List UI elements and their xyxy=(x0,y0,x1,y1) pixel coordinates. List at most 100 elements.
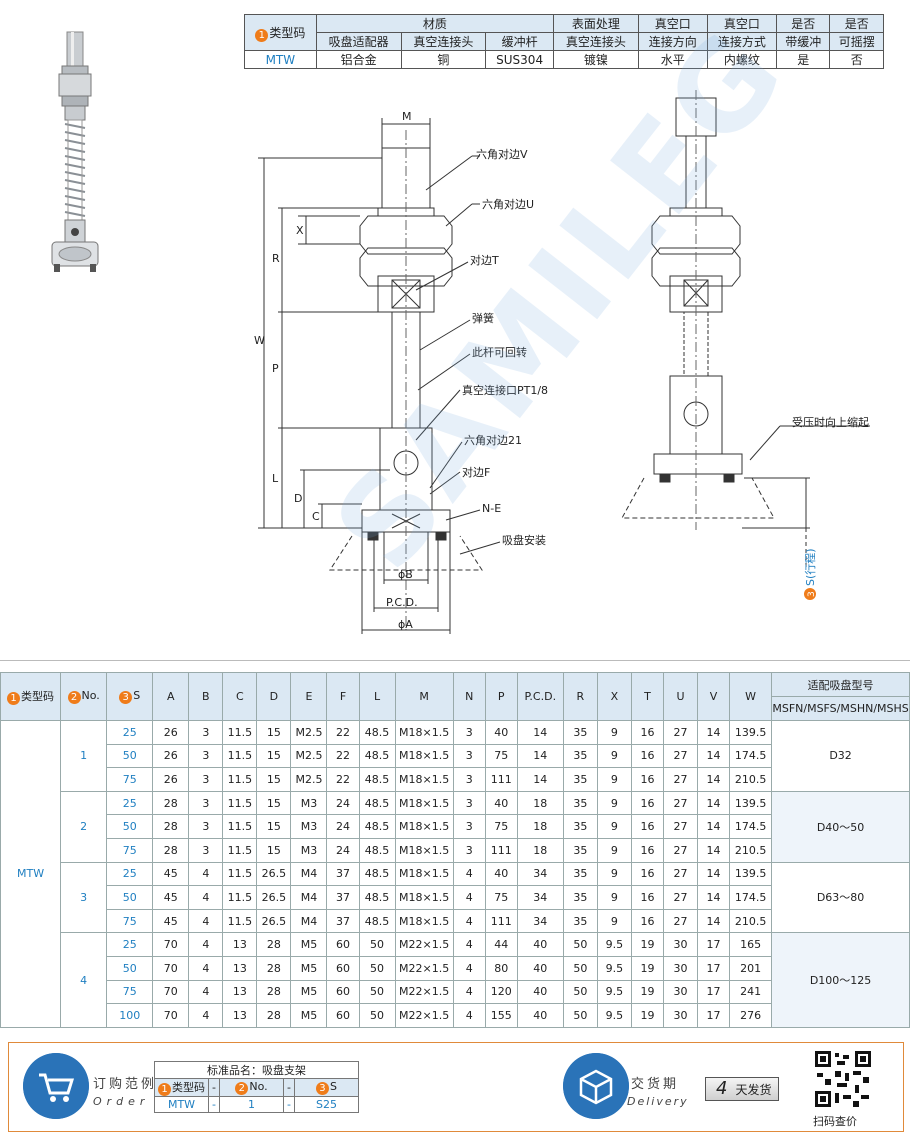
value-cell: 26.5 xyxy=(256,908,292,934)
value-cell: 9 xyxy=(596,837,632,863)
col-header: V xyxy=(697,672,731,721)
value-cell: 40 xyxy=(484,790,518,816)
qr-code-icon[interactable] xyxy=(815,1051,871,1107)
value-cell: 9 xyxy=(596,814,632,839)
no-cell: 4 xyxy=(60,932,108,1028)
value-cell: 4 xyxy=(452,861,486,887)
label-hex-v: 六角对边V xyxy=(476,147,528,161)
order-v-s: S25 xyxy=(293,1096,359,1113)
value-cell: 28 xyxy=(256,979,292,1005)
value-cell: 50 xyxy=(358,932,396,957)
value-cell: 9.5 xyxy=(596,979,632,1005)
spec-value: SUS304 xyxy=(485,50,554,69)
dim-P: P xyxy=(272,362,279,375)
value-cell: 28 xyxy=(152,790,190,816)
value-cell: 14 xyxy=(697,720,731,745)
value-cell: 50 xyxy=(562,932,598,957)
value-cell: 26 xyxy=(152,743,190,769)
value-cell: 16 xyxy=(630,743,664,769)
value-cell: M2.5 xyxy=(290,743,328,769)
col-header: B xyxy=(188,672,224,721)
value-cell: 16 xyxy=(630,814,664,839)
svg-text:3: 3 xyxy=(807,591,817,597)
value-cell: 15 xyxy=(256,743,292,769)
header-badge: 2 xyxy=(67,691,81,704)
value-cell: M4 xyxy=(290,908,328,934)
value-cell: 44 xyxy=(484,932,518,957)
label-side-t: 对边T xyxy=(470,253,499,267)
no-cell: 3 xyxy=(60,861,108,934)
value-cell: 13 xyxy=(222,932,258,957)
value-cell: M22×1.5 xyxy=(394,932,454,957)
value-cell: 27 xyxy=(662,885,699,910)
value-cell: 3 xyxy=(452,767,486,792)
label-shrink: 受压时向上缩起 xyxy=(792,415,869,429)
spec-sub-header: 可摇摆 xyxy=(829,32,884,51)
no-cell: 2 xyxy=(60,790,108,863)
value-cell: 9.5 xyxy=(596,932,632,957)
spec-value: 是 xyxy=(775,50,831,69)
col-header: T xyxy=(630,672,664,721)
delivery-box-icon xyxy=(563,1053,629,1119)
days-number: 4 xyxy=(716,1078,728,1099)
value-cell: 14 xyxy=(697,908,731,934)
s-cell: 75 xyxy=(106,908,154,934)
value-cell: 4 xyxy=(452,932,486,957)
value-cell: 35 xyxy=(562,908,598,934)
label-side-f: 对边F xyxy=(462,465,490,479)
value-cell: M3 xyxy=(290,790,328,816)
s-cell: 50 xyxy=(106,814,154,839)
value-cell: 75 xyxy=(484,885,518,910)
value-cell: 28 xyxy=(152,814,190,839)
value-cell: 3 xyxy=(188,837,224,863)
value-cell: 37 xyxy=(326,861,360,887)
s-cell: 25 xyxy=(106,720,154,745)
value-cell: 60 xyxy=(326,932,360,957)
value-cell: 120 xyxy=(484,979,518,1005)
value-cell: 26 xyxy=(152,720,190,745)
adapt-header: 适配吸盘型号 xyxy=(771,672,910,697)
value-cell: 11.5 xyxy=(222,861,258,887)
order-label-en: Order xyxy=(93,1095,150,1108)
label-cup-mount: 吸盘安装 xyxy=(502,533,546,547)
label-rotate: 此杆可回转 xyxy=(472,345,527,359)
value-cell: M2.5 xyxy=(290,767,328,792)
spec-port-dir-header: 真空口 xyxy=(637,14,708,33)
spec-value: 内螺纹 xyxy=(706,50,777,69)
value-cell: 11.5 xyxy=(222,767,258,792)
value-cell: 276 xyxy=(729,1003,773,1028)
spec-value: 否 xyxy=(829,50,884,69)
value-cell: 40 xyxy=(516,1003,564,1028)
col-header: U xyxy=(662,672,699,721)
value-cell: 28 xyxy=(256,932,292,957)
delivery-label-cn: 交货期 xyxy=(631,1077,680,1092)
spec-swing-header: 是否 xyxy=(829,14,884,33)
adapt-cell: D40～50 xyxy=(771,790,910,863)
value-cell: 22 xyxy=(326,720,360,745)
value-cell: 11.5 xyxy=(222,837,258,863)
value-cell: 60 xyxy=(326,979,360,1005)
value-cell: 48.5 xyxy=(358,861,396,887)
value-cell: 3 xyxy=(188,767,224,792)
value-cell: 34 xyxy=(516,908,564,934)
value-cell: 70 xyxy=(152,1003,190,1028)
value-cell: M5 xyxy=(290,955,328,981)
value-cell: M22×1.5 xyxy=(394,979,454,1005)
value-cell: M18×1.5 xyxy=(394,767,454,792)
value-cell: 3 xyxy=(452,743,486,769)
dim-M: M xyxy=(402,110,412,123)
delivery-days-badge: 4 天发货 xyxy=(705,1077,779,1101)
value-cell: 4 xyxy=(188,861,224,887)
value-cell: 11.5 xyxy=(222,814,258,839)
s-cell: 75 xyxy=(106,767,154,792)
value-cell: 50 xyxy=(562,955,598,981)
dim-phi-a: ϕA xyxy=(398,618,413,631)
days-text: 天发货 xyxy=(735,1083,772,1097)
